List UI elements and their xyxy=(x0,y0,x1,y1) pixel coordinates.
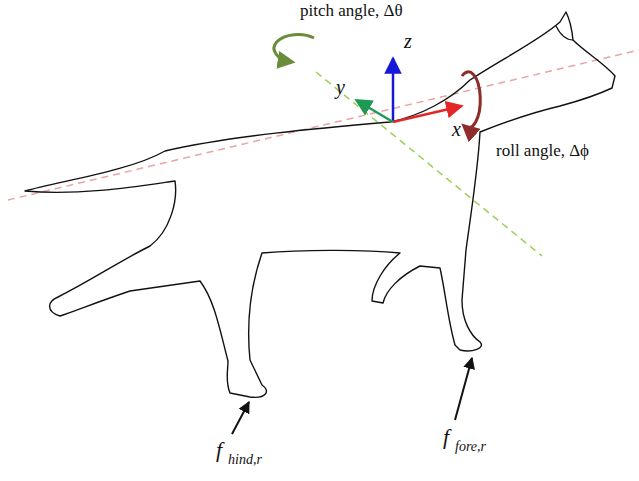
pitch-rotation-arrow xyxy=(274,34,314,62)
roll-axis xyxy=(8,50,639,200)
x-axis-arrow xyxy=(393,106,462,122)
axis-name: z xyxy=(404,30,412,52)
pitch-label: pitch angle, Δθ xyxy=(300,2,403,21)
z-axis-arrow xyxy=(392,58,395,122)
roll-label: roll angle, Δϕ xyxy=(496,142,589,161)
fore-force-arrow xyxy=(455,358,472,420)
force-subscript: hind,r xyxy=(228,452,262,467)
force-subscript: fore,r xyxy=(455,439,486,454)
axis-name: x xyxy=(452,118,461,140)
axis-name: y xyxy=(336,76,345,98)
dog-outline xyxy=(25,12,615,397)
pitch-axis xyxy=(316,72,542,256)
force-symbol: f xyxy=(216,438,222,462)
ear-line xyxy=(556,26,573,40)
roll-rotation-arrow xyxy=(462,72,480,128)
force-symbol: f xyxy=(443,425,449,449)
hind-force-arrow xyxy=(232,402,249,434)
y-axis-arrow xyxy=(356,100,393,122)
